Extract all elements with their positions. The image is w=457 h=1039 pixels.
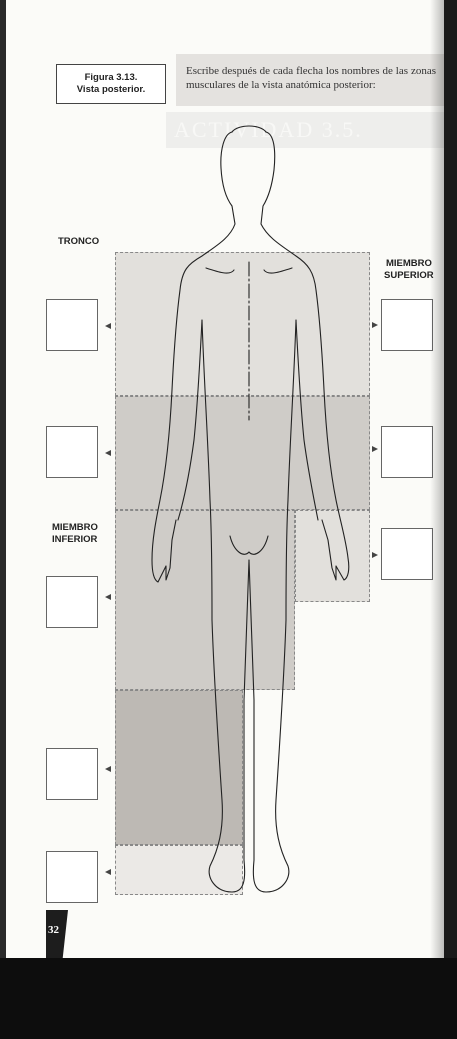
- document-page: ACTIVIDAD 3.5. Figura 3.13. Vista poster…: [6, 0, 444, 958]
- arrow-left-icon: [105, 594, 111, 600]
- answer-box-trunk-2[interactable]: [46, 426, 98, 478]
- arrow-right-icon: [372, 552, 378, 558]
- answer-box-trunk-1[interactable]: [46, 299, 98, 351]
- arrow-left-icon: [105, 766, 111, 772]
- answer-box-lower-limb-1[interactable]: [46, 576, 98, 628]
- arrow-left-icon: [105, 869, 111, 875]
- answer-box-lower-limb-2[interactable]: [46, 748, 98, 800]
- arrow-right-icon: [372, 322, 378, 328]
- arrow-left-icon: [105, 450, 111, 456]
- answer-box-upper-limb-1[interactable]: [381, 299, 433, 351]
- arrow-right-icon: [372, 446, 378, 452]
- label-miembro-superior-1: MIEMBRO: [386, 258, 432, 269]
- answer-box-upper-limb-3[interactable]: [381, 528, 433, 580]
- label-miembro-inferior-2: INFERIOR: [52, 534, 97, 545]
- answer-box-lower-limb-3[interactable]: [46, 851, 98, 903]
- label-miembro-inferior-1: MIEMBRO: [52, 522, 98, 533]
- page-shadow: [430, 0, 444, 958]
- bottom-dark-area: [0, 958, 457, 1039]
- label-miembro-superior-2: SUPERIOR: [384, 270, 434, 281]
- human-figure-illustration: [6, 0, 444, 958]
- arrow-left-icon: [105, 323, 111, 329]
- label-tronco: TRONCO: [58, 236, 99, 247]
- answer-box-upper-limb-2[interactable]: [381, 426, 433, 478]
